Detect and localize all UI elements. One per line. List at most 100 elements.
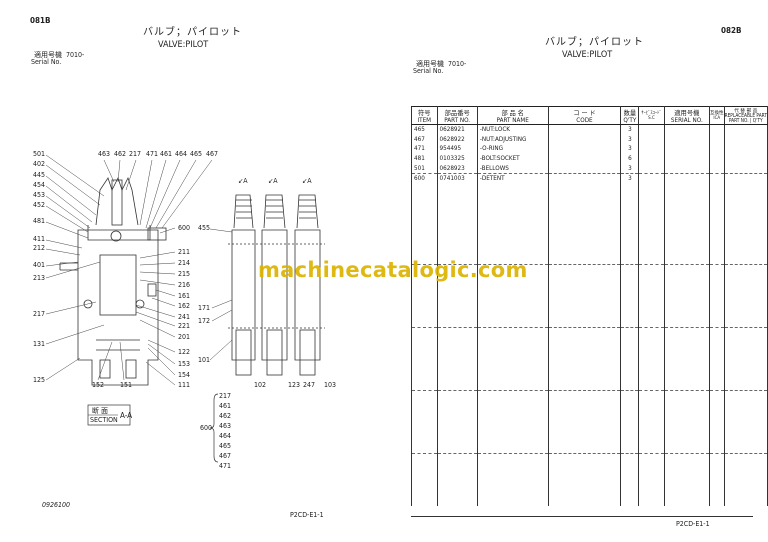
callout: 471	[146, 150, 159, 158]
callout: 153	[178, 360, 191, 368]
section-label-jp: 断 面	[92, 407, 108, 415]
callout: 162	[178, 302, 191, 310]
part-name-cell: -NUT:ADJUSTING	[476, 134, 549, 145]
section-marker-a: ↙A	[238, 177, 248, 185]
item-cell: 600	[411, 173, 438, 184]
qty-cell: 3	[620, 173, 640, 184]
qty-cell: 6	[620, 153, 640, 164]
callout: 464	[175, 150, 188, 158]
callout: 101	[198, 356, 211, 364]
left-serial-value: 7010-	[66, 51, 85, 59]
callout: 465	[190, 150, 203, 158]
callout: 123	[288, 381, 301, 389]
callout: 161	[178, 292, 191, 300]
group-600-item: 462	[219, 412, 232, 420]
callout: 217	[129, 150, 142, 158]
callout: 216	[178, 281, 191, 289]
callout: 102	[254, 381, 267, 389]
callout: 462	[114, 150, 127, 158]
qty-cell: 3	[620, 163, 640, 174]
qty-cell: 3	[620, 144, 640, 154]
callout: 125	[33, 376, 46, 384]
left-page-code: 081B	[30, 16, 51, 25]
leader-lines	[45, 154, 233, 386]
qty-cell: 3	[620, 134, 640, 145]
side-view-3	[294, 194, 321, 376]
group-600-item: 461	[219, 402, 232, 410]
group-600-item: 471	[219, 462, 232, 470]
part-no-cell: 0741003	[436, 173, 478, 184]
callout: 154	[178, 371, 191, 379]
callout: 213	[33, 274, 46, 282]
callout: 600	[178, 224, 191, 232]
callout: 214	[178, 259, 191, 267]
callout: 455	[198, 224, 211, 232]
group-600-item: 467	[219, 452, 232, 460]
callout: 215	[178, 270, 191, 278]
part-name-cell: -DETENT	[476, 173, 549, 184]
table-bottom-border	[411, 516, 753, 517]
callout: 151	[120, 381, 133, 389]
callout: 217	[33, 310, 46, 318]
callout: 171	[198, 304, 211, 312]
group-600-item: 464	[219, 432, 232, 440]
part-name-cell: -O-RING	[476, 144, 549, 154]
section-label-en: SECTION	[90, 416, 118, 424]
part-name-cell: -BOLT:SOCKET	[476, 153, 549, 164]
side-view-2	[261, 194, 288, 376]
section-marker-a: ↙A	[268, 177, 278, 185]
item-cell: 481	[411, 153, 438, 164]
part-no-cell: 0103325	[436, 153, 478, 164]
callout: 201	[178, 333, 191, 341]
watermark: machinecatalogic.com	[258, 258, 528, 282]
qty-cell: 3	[620, 124, 640, 135]
right-page-code: 082B	[721, 26, 742, 35]
callout: 401	[33, 261, 46, 269]
callout: 247	[303, 381, 316, 389]
item-cell: 501	[411, 163, 438, 174]
section-marker-a: ↙A	[302, 177, 312, 185]
callout: 211	[178, 248, 191, 256]
callout: 103	[324, 381, 337, 389]
right-serial-value: 7010-	[448, 60, 467, 68]
callout: 111	[178, 381, 191, 389]
callout: 481	[33, 217, 46, 225]
callout: 402	[33, 160, 46, 168]
callout: 172	[198, 317, 211, 325]
side-views	[228, 194, 325, 376]
right-serial-label-en: Serial No.	[413, 67, 444, 75]
part-no-cell: 0628922	[436, 134, 478, 145]
callout: 221	[178, 322, 191, 330]
right-serial-label-jp: 適用号機	[416, 60, 444, 68]
callout: 501	[33, 150, 46, 158]
right-title-jp: バルブ；パイロット	[545, 37, 644, 48]
group-600-item: 465	[219, 442, 232, 450]
part-no-cell: 954495	[436, 144, 478, 154]
main-valve-body	[59, 176, 167, 386]
callout: 212	[33, 244, 46, 252]
group-600-label: 600	[200, 424, 213, 432]
left-title-jp: バルブ；パイロット	[143, 27, 242, 38]
callout: 452	[33, 201, 46, 209]
callout: 467	[206, 150, 219, 158]
callout: 122	[178, 348, 191, 356]
callout: 461	[160, 150, 173, 158]
item-cell: 465	[411, 124, 438, 135]
left-title-en: VALVE:PILOT	[158, 40, 209, 50]
group-600-item: 463	[219, 422, 232, 430]
group-600-brace	[209, 393, 219, 463]
callout: 454	[33, 181, 46, 189]
group-600-item: 217	[219, 392, 232, 400]
